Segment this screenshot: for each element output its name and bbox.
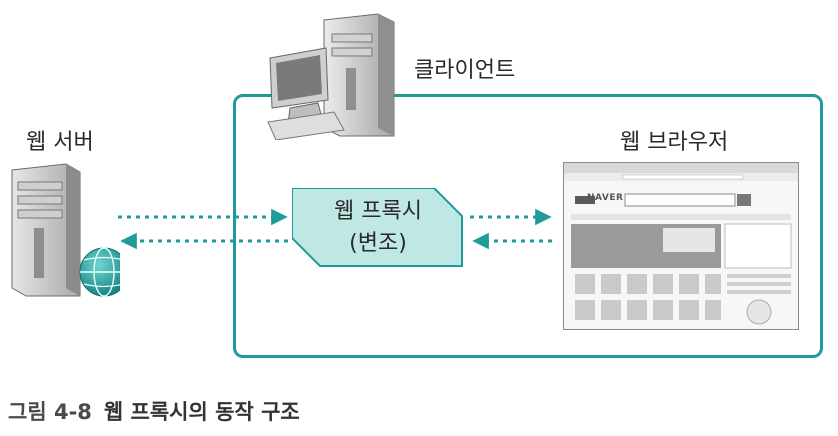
web-server-label: 웹 서버 xyxy=(26,130,94,155)
web-proxy-label: 웹 프록시 (변조) xyxy=(292,196,464,260)
client-region-box xyxy=(233,94,823,358)
web-browser-window xyxy=(563,162,799,330)
figure-number: 그림 4-8 xyxy=(8,400,92,424)
figure-title: 웹 프록시의 동작 구조 xyxy=(103,400,300,424)
client-label: 클라이언트 xyxy=(414,58,516,83)
web-proxy-title: 웹 프록시 xyxy=(334,199,422,224)
web-server-icon xyxy=(11,163,120,297)
web-browser-label: 웹 브라우저 xyxy=(620,130,729,155)
figure-caption: 그림 4-8 웹 프록시의 동작 구조 xyxy=(8,396,300,426)
browser-brand-logo: NAVER xyxy=(587,193,624,203)
web-proxy-box xyxy=(292,188,463,267)
client-computer-icon xyxy=(267,13,395,140)
web-proxy-subtitle: (변조) xyxy=(349,231,407,256)
